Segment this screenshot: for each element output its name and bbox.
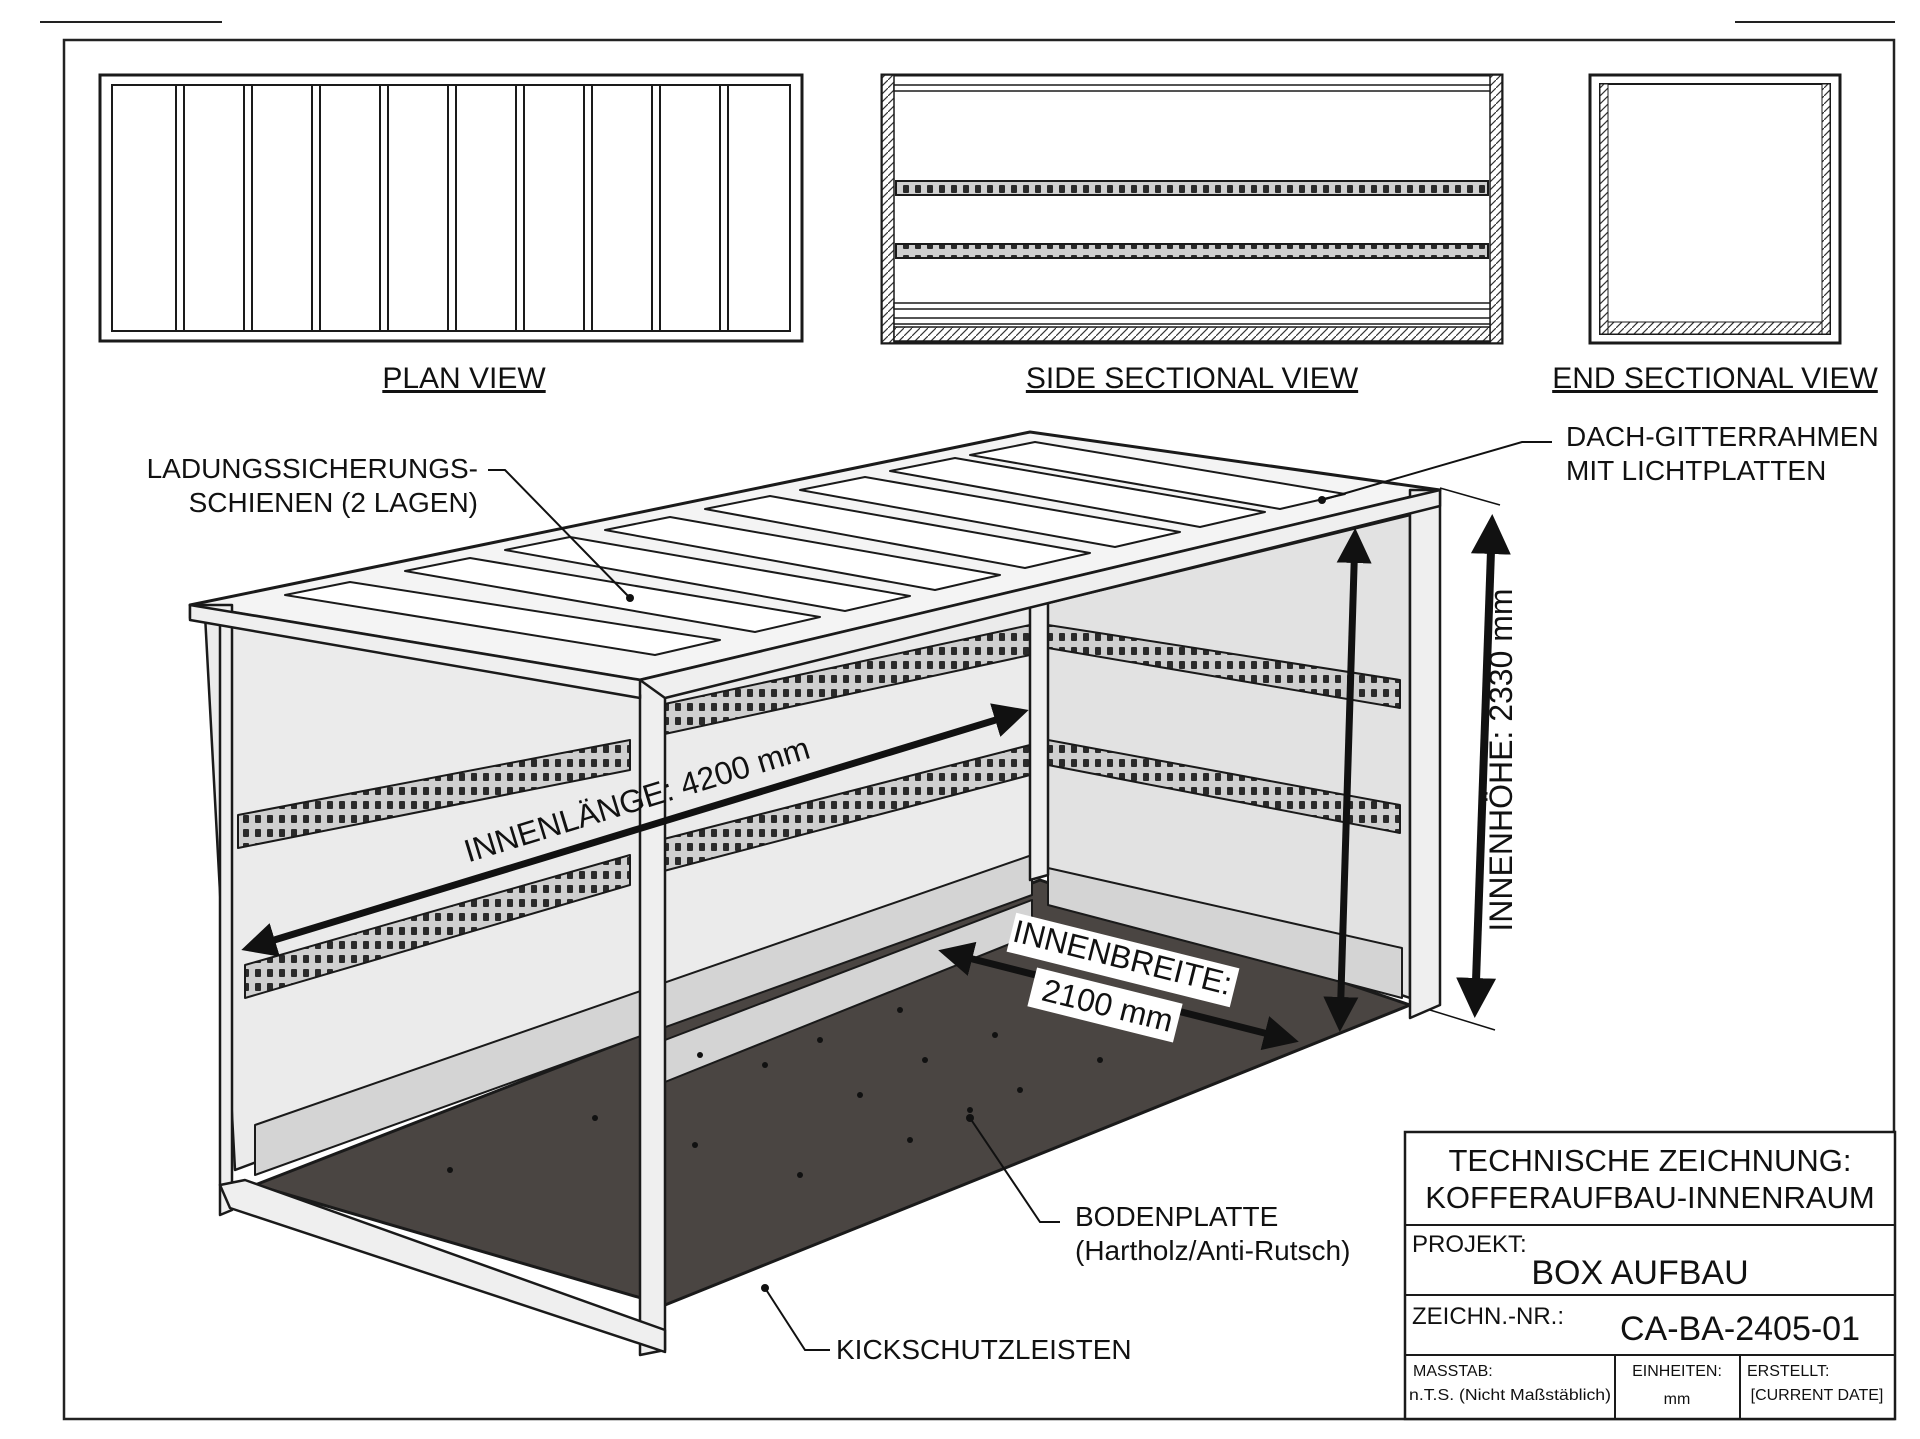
roof-slats [284, 441, 1346, 656]
drawing-number-value: CA-BA-2405-01 [1620, 1310, 1860, 1348]
title-block [1403, 1130, 1897, 1421]
callout-leader-dots [626, 496, 1326, 1292]
roof-callout-line1: DACH-GITTERRAHMEN [1566, 421, 1879, 452]
callout-leaders [488, 441, 1552, 1351]
plan-view [98, 73, 804, 343]
end-sectional-view [1588, 73, 1842, 345]
bottom-sill [218, 1178, 667, 1354]
project-label: PROJEKT: [1412, 1231, 1527, 1258]
title-block-title-line2: KOFFERAUFBAU-INNENRAUM [1425, 1180, 1875, 1215]
floor-callout-line1: BODENPLATTE [1075, 1201, 1278, 1232]
plan-view-title: PLAN VIEW [382, 362, 546, 395]
height-dimension-arrow-inner [1323, 528, 1372, 1032]
floor-callout-line2: (Hartholz/Anti-Rutsch) [1075, 1235, 1350, 1266]
end-sectional-view-title: END SECTIONAL VIEW [1552, 362, 1878, 395]
scale-label: MASSTAB: [1413, 1363, 1493, 1380]
units-value: mm [1664, 1391, 1691, 1408]
created-label: ERSTELLT: [1747, 1363, 1829, 1380]
project-value: BOX AUFBAU [1531, 1254, 1748, 1292]
units-label: EINHEITEN: [1632, 1363, 1722, 1380]
rear-right-post [1408, 488, 1442, 1020]
floor-dots [447, 1007, 1103, 1178]
width-dimension-label-box [1006, 912, 1240, 1043]
rails-callout-line1: LADUNGSSICHERUNGS- [147, 453, 478, 484]
top-right-rail [638, 488, 1442, 700]
created-value: [CURRENT DATE] [1751, 1387, 1884, 1404]
sheet-border [40, 21, 1896, 1421]
kick-callout: KICKSCHUTZLEISTEN [836, 1334, 1132, 1365]
scale-value: n.T.S. (Nicht Maßstäblich) [1409, 1387, 1611, 1404]
side-sectional-view [880, 73, 1504, 345]
top-front-rail [188, 603, 642, 700]
roof-callout-line2: MIT LICHTPLATTEN [1566, 455, 1826, 486]
dimension-arrows [241, 487, 1511, 1051]
rear-mid-post [1028, 598, 1050, 882]
height-dimension-arrow-outer [1456, 514, 1511, 1018]
drawing-number-label: ZEICHN.-NR.: [1412, 1303, 1564, 1330]
length-dimension-arrow [241, 703, 1029, 957]
title-block-title-line1: TECHNISCHE ZEICHNUNG: [1448, 1143, 1851, 1178]
side-sectional-view-title: SIDE SECTIONAL VIEW [1026, 362, 1359, 395]
kick-plate-end [1047, 867, 1403, 999]
rails-callout-line2: SCHIENEN (2 LAGEN) [189, 487, 478, 518]
height-dimension-label: INNENHÖHE: 2330 mm [1483, 588, 1519, 931]
